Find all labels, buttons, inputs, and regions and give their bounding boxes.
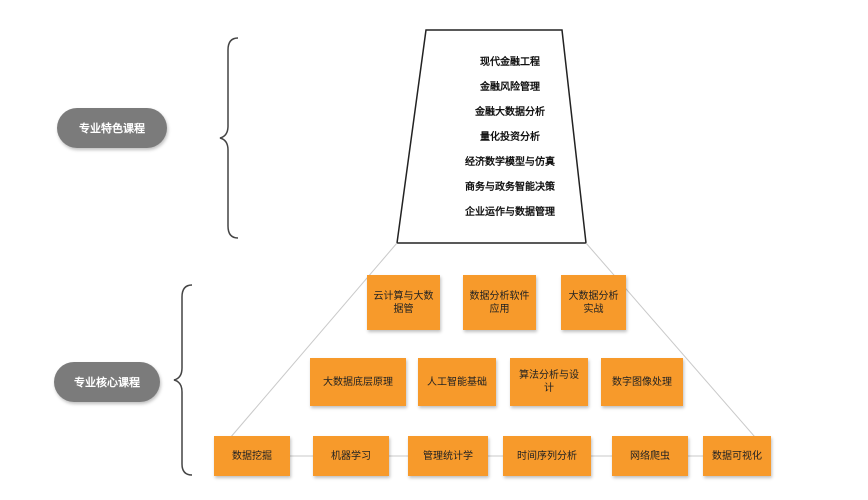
special-course-item: 商务与政务智能决策 — [465, 182, 555, 193]
core-course-box: 数据分析软件应用 — [463, 275, 536, 330]
core-course-box: 云计算与大数据管 — [367, 275, 440, 330]
special-course-item: 现代金融工程 — [480, 57, 540, 68]
special-course-item: 量化投资分析 — [480, 132, 540, 143]
core-course-box: 数字图像处理 — [601, 358, 683, 406]
special-courses-label: 专业特色课程 — [57, 108, 167, 148]
special-course-item: 金融风险管理 — [480, 82, 540, 93]
core-course-box: 数据挖掘 — [214, 436, 290, 476]
core-course-box: 大数据底层原理 — [310, 358, 406, 406]
core-course-box: 数据可视化 — [703, 436, 771, 476]
core-course-box: 网络爬虫 — [612, 436, 688, 476]
core-course-box: 管理统计学 — [408, 436, 488, 476]
special-course-item: 金融大数据分析 — [475, 107, 545, 118]
core-courses-label: 专业核心课程 — [54, 362, 160, 402]
core-course-box: 算法分析与设计 — [510, 358, 588, 406]
core-course-box: 时间序列分析 — [503, 436, 591, 476]
core-course-box: 机器学习 — [313, 436, 389, 476]
special-course-item: 企业运作与数据管理 — [465, 207, 555, 218]
core-course-box: 人工智能基础 — [418, 358, 496, 406]
special-course-item: 经济数学模型与仿真 — [465, 157, 555, 168]
core-brace — [173, 284, 193, 476]
core-course-box: 大数据分析实战 — [561, 275, 626, 330]
special-brace — [219, 37, 239, 239]
